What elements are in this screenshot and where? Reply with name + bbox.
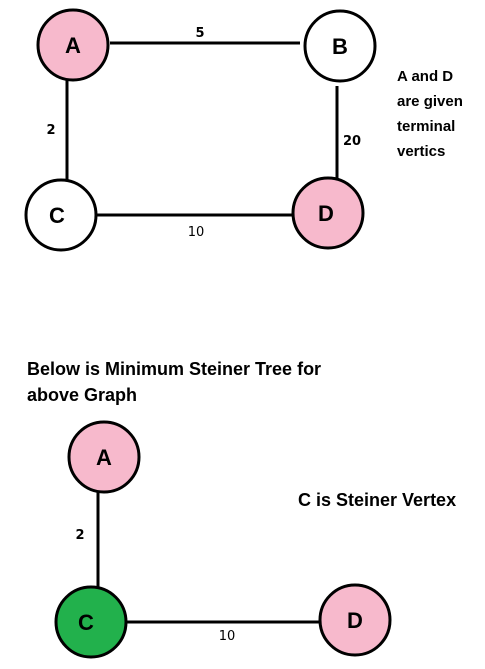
bottom-node-d: D [318, 583, 392, 657]
top-node-b-circle [303, 9, 377, 83]
top-weight-a-b: 5 [195, 26, 204, 41]
top-weight-c-d: 10 [188, 225, 205, 240]
top-graph: 5 2 20 10 A B C D A and D are given term… [24, 8, 463, 252]
top-node-c: C [24, 178, 98, 252]
top-node-d-label: D [318, 201, 334, 226]
bottom-graph: 2 10 A C D C is Steiner Vertex [54, 420, 456, 659]
top-node-b: B [303, 9, 377, 83]
top-weight-a-c: 2 [46, 123, 55, 138]
terminal-note-line-1: A and D [397, 68, 453, 85]
top-node-c-circle [24, 178, 98, 252]
terminal-note-line-3: terminal [397, 118, 455, 135]
top-weight-b-d: 20 [343, 134, 361, 149]
bottom-node-d-label: D [347, 608, 363, 633]
bottom-node-c-circle [54, 585, 128, 659]
bottom-node-a-label: A [96, 445, 112, 470]
top-node-d: D [291, 176, 365, 250]
terminal-note: A and D are given terminal vertics [397, 68, 463, 160]
top-node-b-label: B [332, 34, 348, 59]
top-node-d-circle [291, 176, 365, 250]
heading-line-2: above Graph [27, 385, 137, 405]
bottom-node-c: C [54, 585, 128, 659]
bottom-node-a-circle [67, 420, 141, 494]
heading: Below is Minimum Steiner Tree for above … [27, 359, 321, 405]
heading-line-1: Below is Minimum Steiner Tree for [27, 359, 321, 379]
bottom-weight-c-d: 10 [219, 629, 236, 644]
bottom-node-d-circle [318, 583, 392, 657]
terminal-note-line-4: vertics [397, 143, 445, 160]
steiner-vertex-note: C is Steiner Vertex [298, 490, 456, 510]
top-node-a: A [36, 8, 110, 82]
bottom-weight-a-c: 2 [75, 528, 84, 543]
terminal-note-line-2: are given [397, 93, 463, 110]
bottom-node-a: A [67, 420, 141, 494]
top-node-a-circle [36, 8, 110, 82]
bottom-node-c-label: C [78, 610, 94, 635]
top-node-a-label: A [65, 33, 81, 58]
top-node-c-label: C [49, 203, 65, 228]
